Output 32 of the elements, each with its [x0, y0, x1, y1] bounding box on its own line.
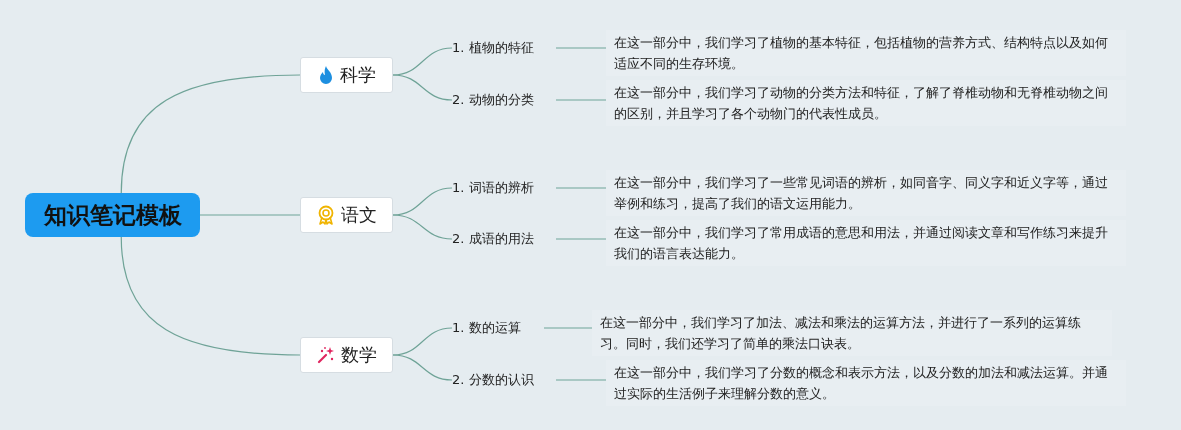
subtopic-label: 1. 植物的特征: [452, 39, 534, 57]
topic-box: [300, 337, 393, 373]
topic-box: [300, 197, 393, 233]
note-text: 在这一部分中，我们学习了一些常见词语的辨析，如同音字、同义字和近义字等，通过举例和练习，提高了我们的语文运用能力。: [614, 174, 1109, 213]
connector-line: [555, 379, 607, 381]
connector-line: [555, 238, 607, 240]
topic-text: 科学: [339, 63, 376, 87]
connector-line: [392, 214, 453, 240]
connector-line: [543, 327, 593, 329]
topic-text: 数学: [340, 343, 377, 367]
connector-line: [199, 214, 301, 216]
note-text: 在这一部分中，我们学习了动物的分类方法和特征，了解了脊椎动物和无脊椎动物之间的区别，并且学习了各个动物门的代表性成员。: [614, 84, 1109, 123]
subtopic-label: 1. 数的运算: [452, 319, 521, 337]
root-topic-text: 知识笔记模板: [43, 200, 182, 230]
connector-line: [555, 187, 607, 189]
note-text: 在这一部分中，我们学习了植物的基本特征，包括植物的营养方式、结构特点以及如何适应不同的生存环境。: [614, 34, 1109, 73]
connector-line: [120, 74, 301, 194]
subtopic-label: 2. 成语的用法: [452, 230, 534, 248]
connector-line: [392, 354, 453, 381]
connector-line: [392, 74, 453, 101]
note-text: 在这一部分中，我们学习了分数的概念和表示方法，以及分数的加法和减法运算。并通过实际的生活例子来理解分数的意义。: [614, 364, 1109, 403]
connector-line: [555, 99, 607, 101]
subtopic-label: 2. 分数的认识: [452, 371, 534, 389]
root-topic-box: [25, 193, 200, 237]
subtopic-label: 2. 动物的分类: [452, 91, 534, 109]
topic-box: [300, 57, 393, 93]
note-text: 在这一部分中，我们学习了加法、减法和乘法的运算方法，并进行了一系列的运算练习。同时，我们还学习了简单的乘法口诀表。: [600, 314, 1082, 353]
note-text: 在这一部分中，我们学习了常用成语的意思和用法，并通过阅读文章和写作练习来提升我们的语言表达能力。: [614, 224, 1109, 263]
connector-line: [555, 47, 607, 49]
subtopic-label: 1. 词语的辨析: [452, 179, 534, 197]
connector-line: [120, 236, 301, 356]
topic-text: 语文: [340, 203, 377, 227]
